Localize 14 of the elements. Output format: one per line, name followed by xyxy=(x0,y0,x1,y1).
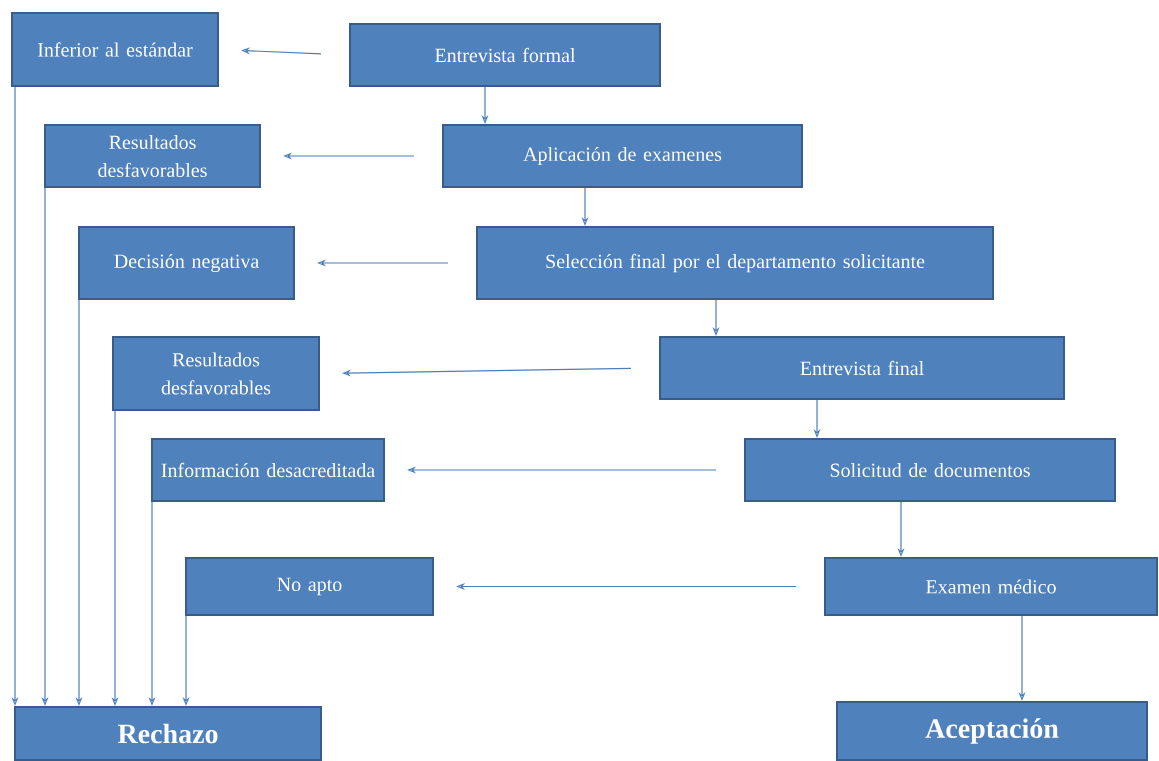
process-box: Rechazo xyxy=(14,706,322,761)
process-box: Solicitud de documentos xyxy=(744,438,1116,502)
process-box: Entrevista final xyxy=(659,336,1065,400)
process-box: Aplicación de examenes xyxy=(442,124,803,188)
process-box: Examen médico xyxy=(824,557,1158,616)
process-box: Resultados desfavorables xyxy=(112,336,320,411)
process-box: Aceptación xyxy=(836,701,1148,761)
process-box: Información desacreditada xyxy=(151,438,385,502)
process-box: Resultados desfavorables xyxy=(44,124,261,188)
process-box: Decisión negativa xyxy=(78,226,295,300)
process-box: Selección final por el departamento solicitante xyxy=(476,226,994,300)
process-box: No apto xyxy=(185,557,434,616)
process-box: Inferior al estándar xyxy=(11,12,219,87)
process-box: Entrevista formal xyxy=(349,23,661,87)
